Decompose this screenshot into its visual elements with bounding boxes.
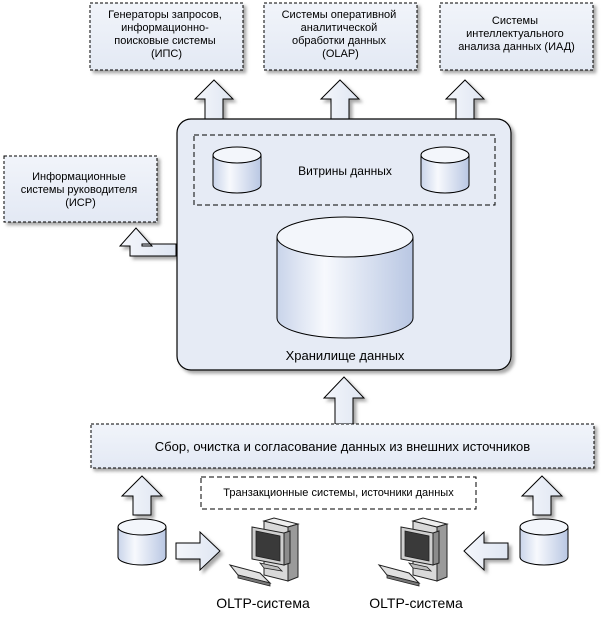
source-database-cylinder: [519, 518, 569, 566]
up-arrow: [322, 376, 366, 425]
top-box-olap: Системы оперативной аналитической обрабо…: [263, 2, 418, 71]
warehouse-cylinder: [276, 216, 414, 339]
warehouse-label: Хранилище данных: [286, 348, 405, 363]
etl-label: Сбор, очистка и согласование данных из в…: [155, 439, 530, 454]
up-arrow: [319, 79, 361, 120]
bent-arrow: [118, 227, 177, 257]
data-mart-cylinder: [420, 146, 470, 194]
data-mart-cylinder: [212, 146, 262, 194]
etl-box: Сбор, очистка и согласование данных из в…: [90, 423, 595, 469]
sources-label-box: Транзакционные системы, источники данных: [200, 476, 477, 510]
top-box-query-generators: Генераторы запросов, информационно- поис…: [89, 2, 244, 71]
top-box-text: Системы оперативной аналитической обрабо…: [282, 9, 400, 60]
computer-icon: [377, 517, 449, 587]
top-box-data-mining: Системы интеллектуального анализа данных…: [439, 2, 594, 71]
up-arrow: [120, 475, 164, 516]
right-arrow: [175, 530, 221, 572]
up-arrow: [444, 79, 486, 120]
left-arrow: [463, 530, 509, 572]
top-box-text: Системы интеллектуального анализа данных…: [458, 15, 575, 53]
side-box-text: Информационные системы руководителя (ИСР…: [21, 171, 141, 209]
top-box-text: Генераторы запросов, информационно- поис…: [108, 9, 225, 60]
data-marts-region: Витрины данных: [193, 134, 496, 206]
oltp-label: OLTP-система: [216, 595, 310, 611]
sources-label: Транзакционные системы, источники данных: [223, 487, 454, 499]
computer-icon: [228, 517, 300, 587]
up-arrow: [520, 475, 564, 516]
up-arrow: [193, 79, 235, 120]
source-database-cylinder: [117, 518, 167, 566]
data-marts-label: Витрины данных: [298, 164, 392, 178]
oltp-label: OLTP-система: [369, 595, 463, 611]
side-box-executive-systems: Информационные системы руководителя (ИСР…: [3, 155, 158, 223]
